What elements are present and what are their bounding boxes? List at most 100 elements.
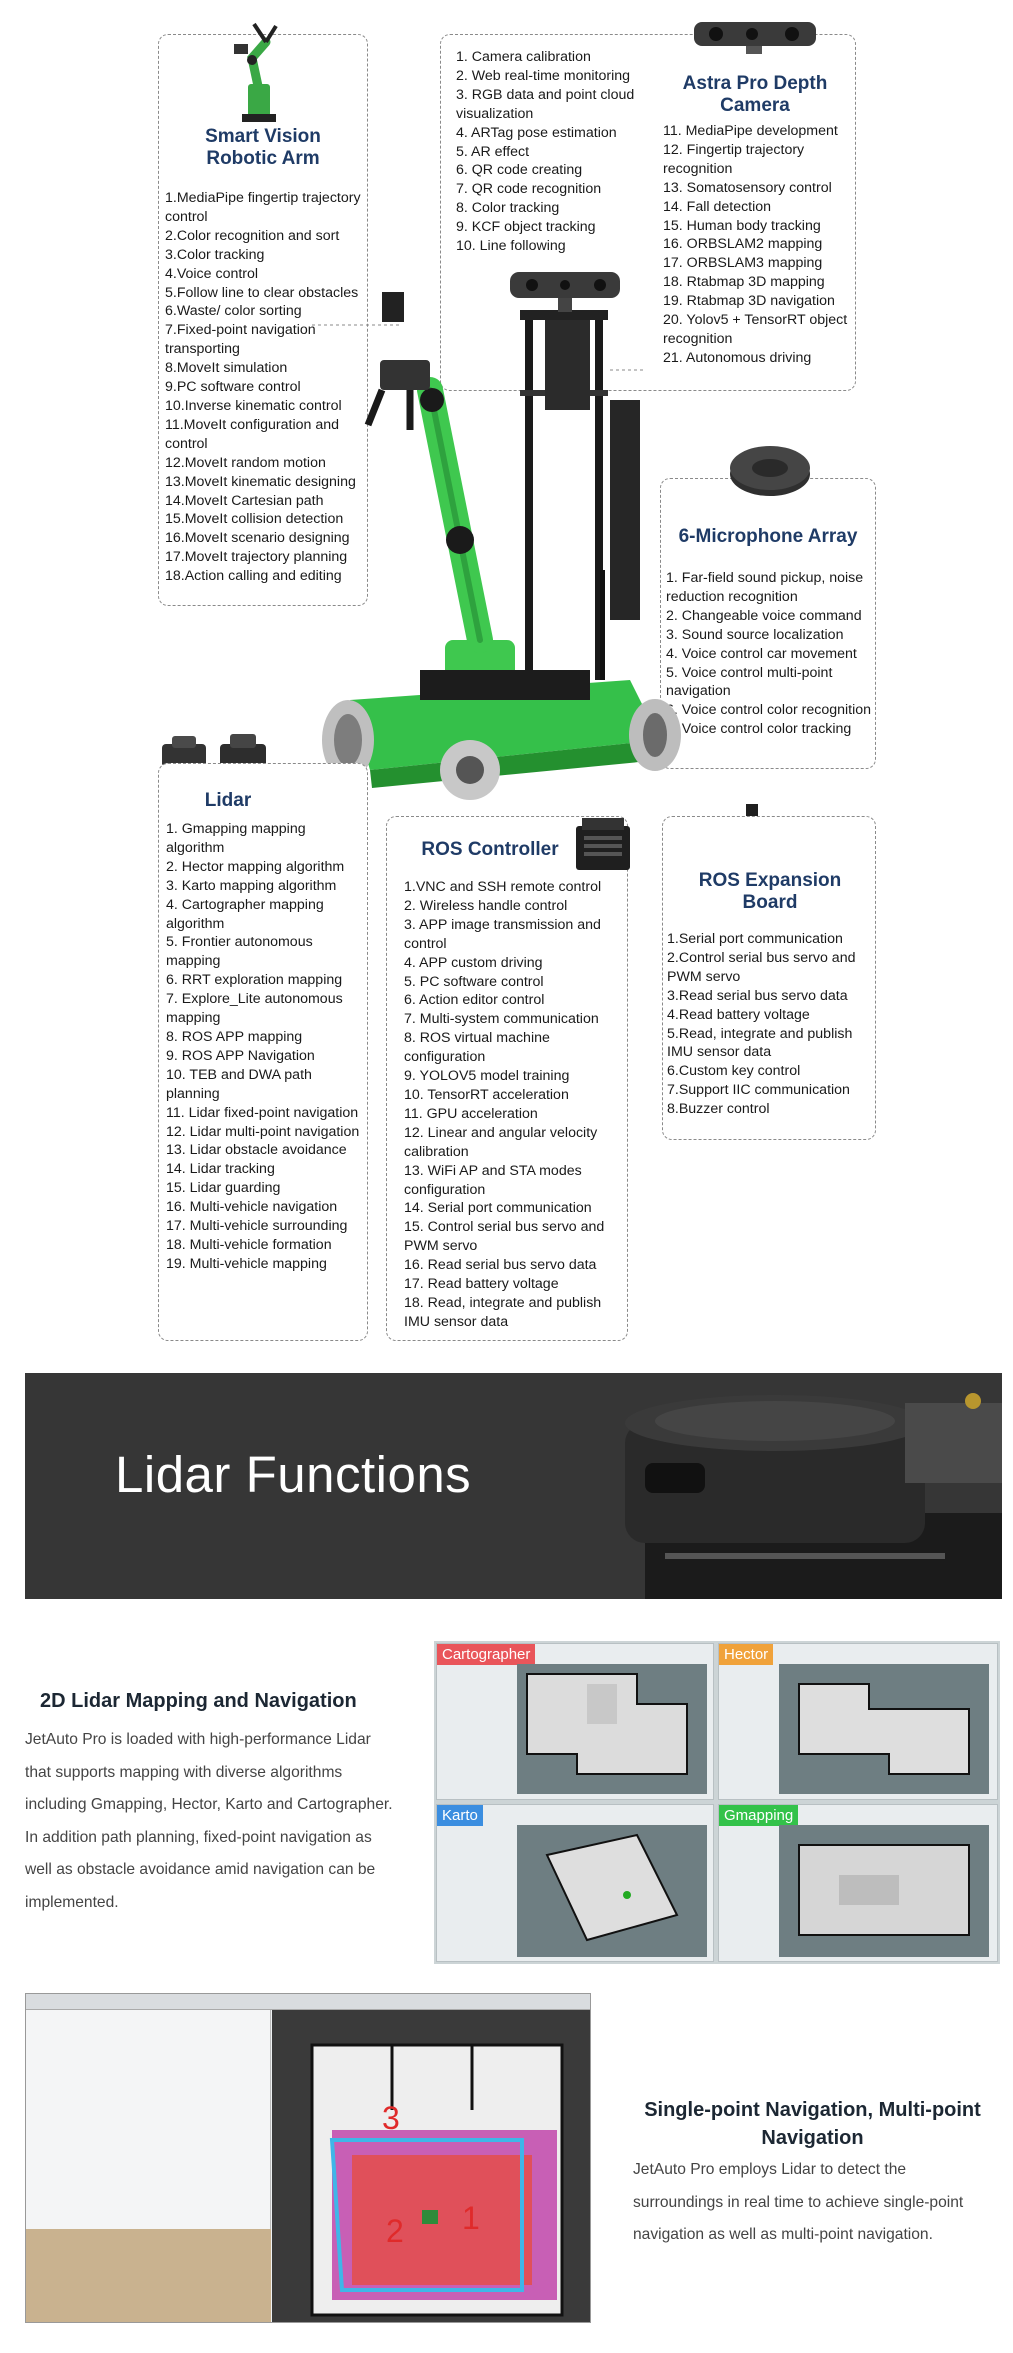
list-item: 5. PC software control [404, 973, 544, 990]
list-item: 6. Voice control color recognition [666, 702, 872, 719]
list-item: 15. Control serial bus servo and PWM ser… [404, 1219, 605, 1255]
robotic-arm-thumbnail [234, 22, 278, 122]
depth-camera-thumbnail [694, 22, 816, 54]
list-item: 16.MoveIt scenario designing [165, 530, 350, 547]
list-item: 7.Support IIC communication [667, 1082, 850, 1099]
list-item: 1. Camera calibration [456, 49, 591, 65]
lidar-panel [158, 763, 368, 1341]
camera-panel [440, 34, 856, 391]
list-item: 3. Karto mapping algorithm [166, 877, 337, 894]
list-item: 8. ROS virtual machine configuration [404, 1030, 550, 1066]
list-item: 19. Rtabmap 3D navigation [663, 293, 835, 310]
list-item: 8. ROS APP mapping [166, 1028, 303, 1045]
list-item: 12.MoveIt random motion [165, 454, 326, 471]
list-item: 2. Web real-time monitoring [456, 67, 630, 84]
list-item: 5. Frontier autonomous mapping [166, 934, 313, 970]
list-item: 13.MoveIt kinematic designing [165, 473, 356, 490]
list-item: 4. APP custom driving [404, 954, 543, 971]
lidar-thumbnail [162, 734, 266, 772]
map-tag: Cartographer [437, 1644, 536, 1665]
list-item: 7. QR code recognition [456, 181, 602, 198]
ros-controller-panel [386, 816, 628, 1341]
list-item: 11. MediaPipe development [663, 123, 838, 139]
list-item: 10.Inverse kinematic control [165, 397, 342, 414]
waypoint-2: 2 [386, 2213, 404, 2249]
list-item: 8. Color tracking [456, 200, 560, 217]
list-item: 3.Color tracking [165, 246, 265, 263]
navigation-section-body: JetAuto Pro employs Lidar to detect the … [633, 2161, 964, 2243]
list-item: 5.Follow line to clear obstacles [165, 284, 359, 301]
expansion-board-panel [662, 816, 876, 1140]
list-item: 7. Multi-system communication [404, 1011, 599, 1028]
map-panel-gmapping: Gmapping [718, 1804, 998, 1962]
robot-arm-feature-list: 1.MediaPipe fingertip trajectory control… [165, 189, 365, 586]
ros-controller-feature-list: 1.VNC and SSH remote control 2. Wireless… [404, 878, 626, 1332]
list-item: 5.Read, integrate and publish IMU sensor… [667, 1025, 853, 1061]
list-item: 5. Voice control multi-point navigation [666, 664, 833, 700]
list-item: 9. KCF object tracking [456, 219, 596, 236]
list-item: 4. ARTag pose estimation [456, 124, 617, 141]
list-item: 17. Read battery voltage [404, 1276, 559, 1293]
list-item: 11. Lidar fixed-point navigation [166, 1104, 359, 1121]
lidar-feature-list: 1. Gmapping mapping algorithm 2. Hector … [166, 820, 366, 1274]
navigation-map [310, 2043, 564, 2317]
list-item: 12. Linear and angular velocity calibrat… [404, 1124, 598, 1160]
list-item: 6.Waste/ color sorting [165, 303, 302, 320]
map-panel-karto: Karto [436, 1804, 714, 1962]
list-item: 11.MoveIt configuration and control [165, 416, 340, 452]
list-item: 3.Read serial bus servo data [667, 987, 848, 1004]
list-item: 6. Action editor control [404, 992, 545, 1009]
occupancy-map [517, 1664, 707, 1794]
ros-controller-title: ROS Controller [421, 839, 559, 860]
list-item: 8.MoveIt simulation [165, 360, 288, 377]
list-item: 2.Control serial bus servo and PWM servo [667, 949, 856, 985]
list-item: 2. Wireless handle control [404, 897, 568, 914]
list-item: 11. GPU acceleration [404, 1105, 538, 1122]
list-item: 3. APP image transmission and control [404, 916, 601, 952]
camera-title: Astra Pro Depth Camera [682, 73, 828, 116]
list-item: 9. ROS APP Navigation [166, 1047, 315, 1064]
list-item: 2. Changeable voice command [666, 607, 862, 624]
expansion-board-feature-list: 1.Serial port communication 2.Control se… [667, 930, 872, 1119]
banner-title: Lidar Functions [115, 1446, 472, 1503]
list-item: 14. Lidar tracking [166, 1161, 275, 1178]
list-item: 16. ORBSLAM2 mapping [663, 236, 823, 253]
list-item: 18. Multi-vehicle formation [166, 1236, 332, 1253]
lidar-title: Lidar [204, 790, 252, 811]
navigation-section-title: Single-point Navigation, Multi-point Nav… [644, 2099, 981, 2149]
list-item: 10. TensorRT acceleration [404, 1086, 569, 1103]
list-item: 1.Serial port communication [667, 931, 843, 947]
camera-feature-list-left: 1. Camera calibration 2. Web real-time m… [456, 48, 651, 256]
list-item: 16. Read serial bus servo data [404, 1257, 597, 1274]
list-item: 16. Multi-vehicle navigation [166, 1199, 338, 1216]
mapping-section-title: 2D Lidar Mapping and Navigation [40, 1690, 357, 1712]
list-item: 4. Voice control car movement [666, 645, 857, 662]
microphone-title: 6-Microphone Array [678, 526, 858, 547]
list-item: 2.Color recognition and sort [165, 227, 340, 244]
list-item: 5. AR effect [456, 143, 530, 160]
occupancy-map [779, 1825, 989, 1957]
jetauto-robot-illustration [310, 272, 681, 800]
robot-arm-title: Smart Vision Robotic Arm [205, 126, 321, 169]
map-tag: Hector [719, 1644, 774, 1665]
list-item: 1.MediaPipe fingertip trajectory control [165, 190, 361, 225]
list-item: 3. Sound source localization [666, 626, 844, 643]
lidar-device-image [625, 1393, 1002, 1599]
list-item: 15. Lidar guarding [166, 1180, 281, 1197]
list-item: 4.Read battery voltage [667, 1006, 810, 1023]
microphone-panel [660, 478, 876, 769]
list-item: 4. Cartographer mapping algorithm [166, 896, 324, 932]
lidar-functions-banner: Lidar Functions [25, 1373, 1002, 1599]
list-item: 2. Hector mapping algorithm [166, 858, 345, 875]
list-item: 12. Fingertip trajectory recognition [663, 141, 805, 177]
ros-controller-thumbnail [576, 818, 630, 870]
list-item: 21. Autonomous driving [663, 349, 812, 366]
waypoint-1: 1 [462, 2200, 480, 2236]
list-item: 12. Lidar multi-point navigation [166, 1123, 360, 1140]
list-item: 18. Rtabmap 3D mapping [663, 274, 825, 291]
list-item: 10. TEB and DWA path planning [166, 1066, 312, 1102]
expansion-board-title: ROS Expansion Board [698, 870, 842, 913]
mapping-section-body: JetAuto Pro is loaded with high-performa… [25, 1731, 393, 1911]
list-item: 1.VNC and SSH remote control [404, 879, 602, 895]
list-item: 15.MoveIt collision detection [165, 511, 344, 528]
